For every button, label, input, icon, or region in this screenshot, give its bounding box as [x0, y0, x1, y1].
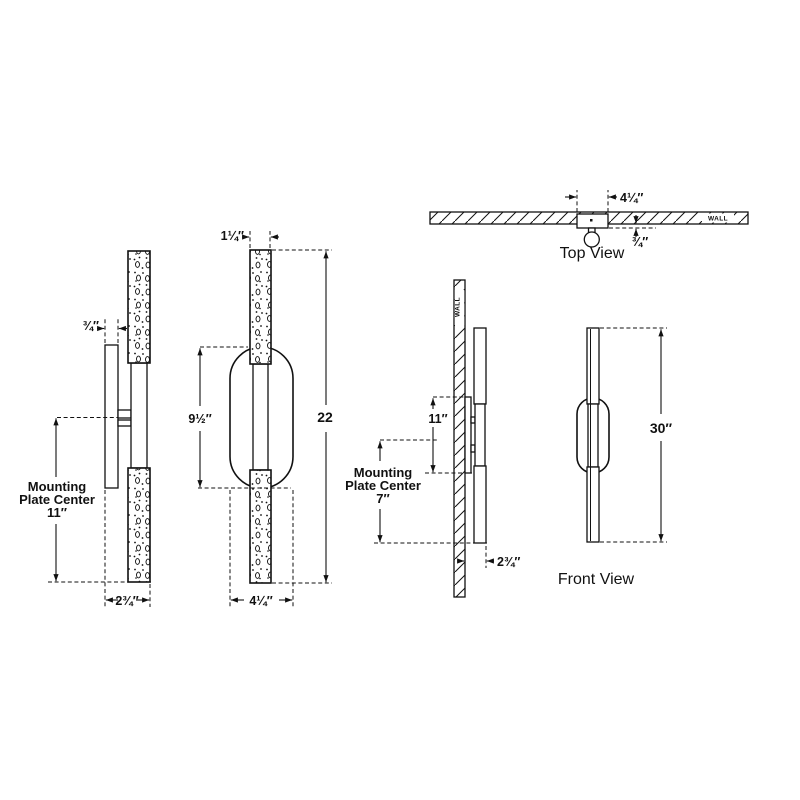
bar-top-textured-section — [127, 250, 151, 364]
mounting-label-line2: Plate Center — [19, 492, 95, 507]
dim-plate-thickness: ¾″ — [83, 319, 99, 333]
bar-cross-section — [583, 231, 600, 248]
wall-label-vertical: WALL — [455, 297, 462, 317]
figure-top-view: WALL 4¼″ ¾″ Top View — [429, 190, 749, 262]
figure-side-view-small: ¾″ Mounting Plate Center 11″ 2¾″ — [19, 250, 152, 608]
depth-extension-lines — [104, 490, 151, 607]
bar-bottom-section — [473, 465, 487, 544]
plate-thickness-extension-lines — [104, 318, 119, 343]
backplate-height-extension-lines — [425, 396, 472, 474]
mounting-center-extension-lines — [48, 417, 152, 583]
dim-backplate-offset: ¾″ — [632, 235, 648, 249]
dim-overall-depth: 2¾″ — [115, 594, 138, 608]
mounting-plate-side — [464, 396, 472, 474]
mounting-label-line2: Plate Center — [345, 478, 421, 493]
front-view-label: Front View — [558, 571, 635, 588]
wall-label-patch — [702, 213, 734, 223]
dim-backplate-width: 4¼″ — [620, 191, 643, 205]
bar-top-section — [586, 327, 600, 405]
dim-shade-height: 9½″ — [188, 412, 211, 426]
overall-height-extension-lines — [600, 327, 667, 543]
bar-top-textured-section — [249, 249, 272, 365]
wall-label-patch — [454, 290, 465, 325]
bar-bottom-textured-section — [127, 467, 151, 583]
bar-middle-section — [587, 403, 599, 468]
figure-side-view-large: WALL 11″ Mounting Plate Center 7″ 2¾″ — [345, 279, 520, 598]
mounting-label-line1: Mounting — [28, 479, 87, 494]
overall-height-extension-lines — [272, 249, 332, 584]
figure-front-view-large: 30″ Front View — [558, 327, 673, 588]
dim-overall-height: 30″ — [650, 420, 673, 436]
shade-height-extension-lines — [198, 346, 291, 489]
dim-shade-width: 4¼″ — [249, 594, 272, 608]
mounting-label-line3: 11″ — [47, 505, 67, 520]
mounting-center-extension-lines — [374, 439, 487, 544]
backplate-width-extension-lines — [576, 190, 609, 212]
bar-top-section — [473, 327, 487, 405]
bar-middle-section — [252, 363, 269, 471]
figure-front-view-small: 1¼″ 9½″ 22 4¼″ — [188, 229, 333, 608]
bar-bottom-section — [586, 466, 600, 543]
wall-section — [453, 279, 466, 598]
mounting-plate-side — [104, 344, 119, 489]
dim-backplate-height: 11″ — [428, 412, 447, 426]
dim-overall-height: 22 — [317, 409, 333, 425]
connector-arm-upper — [117, 409, 132, 419]
mounting-label-line1: Mounting — [354, 465, 413, 480]
backplate-center-mark — [590, 219, 593, 222]
top-view-label: Top View — [560, 245, 625, 262]
mounting-label-line3: 7″ — [376, 491, 389, 506]
bar-middle-section — [474, 403, 486, 467]
bar-bottom-textured-section — [249, 469, 272, 584]
bar-middle-section — [130, 362, 148, 469]
wall-label: WALL — [708, 216, 728, 223]
connector-arm-lower — [117, 419, 132, 427]
dim-projection: 2¾″ — [497, 555, 520, 569]
top-width-extension-lines — [249, 231, 271, 248]
dim-top-width: 1¼″ — [221, 229, 244, 243]
